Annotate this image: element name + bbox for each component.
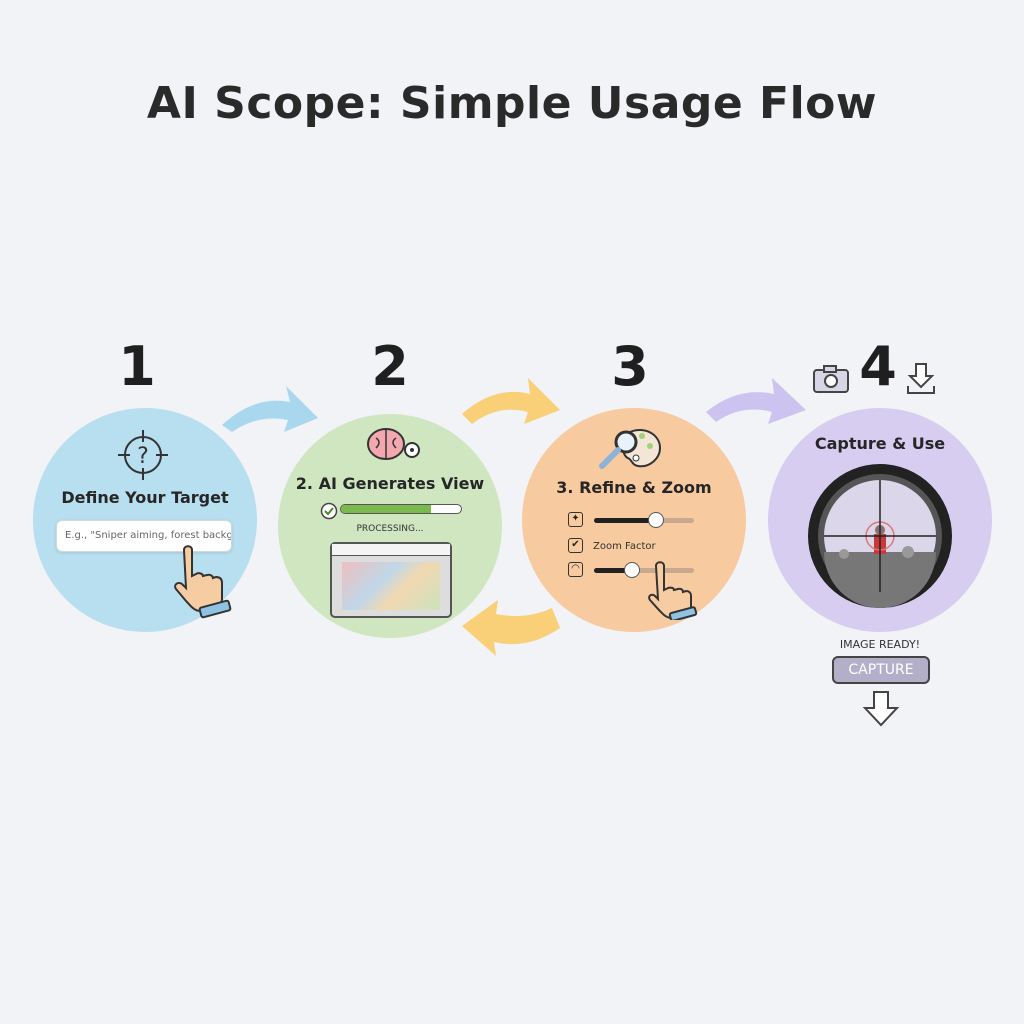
target-question-icon: ?	[118, 430, 168, 480]
step-1-title: Define Your Target	[61, 488, 229, 507]
zoom-factor-label: Zoom Factor	[593, 541, 656, 552]
step-2-title: 2. AI Generates View	[295, 474, 485, 493]
window-titlebar	[332, 544, 450, 556]
svg-text:?: ?	[137, 444, 149, 469]
step-number-1: 1	[118, 335, 156, 398]
scope-view-icon	[808, 464, 952, 608]
pointer-hand-icon	[648, 561, 698, 620]
step-number-4: 4	[859, 335, 897, 398]
target-prompt-input[interactable]: E.g., "Sniper aiming, forest backgound	[56, 520, 232, 552]
processing-status: PROCESSING...	[356, 524, 424, 534]
slider-fill	[594, 518, 656, 523]
arrow-2-to-3	[462, 378, 560, 424]
brain-gear-icon	[367, 428, 420, 460]
page-title: AI Scope: Simple Usage Flow	[146, 78, 878, 129]
magnifier-palette-icon	[599, 429, 662, 469]
arrow-3-to-4	[706, 378, 806, 424]
check-circle-icon	[320, 502, 338, 520]
person-setting-icon: ◠	[568, 562, 583, 577]
image-ready-status: IMAGE READY!	[839, 638, 921, 651]
step-3-title: 3. Refine & Zoom	[556, 478, 712, 497]
zoom-slider[interactable]	[594, 562, 694, 578]
generated-image-preview	[342, 562, 440, 610]
down-arrow-icon	[862, 691, 900, 727]
preview-window	[330, 542, 452, 618]
step-4-title: Capture & Use	[814, 434, 946, 453]
download-icon	[907, 363, 935, 394]
step-number-2: 2	[371, 335, 409, 398]
capture-button[interactable]: CAPTURE	[832, 656, 930, 684]
brush-setting-icon: ✦	[568, 512, 583, 527]
camera-icon	[813, 365, 849, 393]
progress-fill	[341, 505, 431, 513]
arrow-3-to-2	[462, 600, 560, 656]
slider-fill	[594, 568, 632, 573]
slider-knob[interactable]	[624, 562, 640, 578]
step-number-3: 3	[611, 335, 649, 398]
pointer-hand-icon	[174, 545, 232, 619]
arrow-1-to-2	[222, 386, 318, 432]
processing-progress-bar	[340, 504, 462, 514]
zoom-factor-checkbox[interactable]: ✔	[568, 538, 583, 553]
slider-knob[interactable]	[648, 512, 664, 528]
refine-slider-1[interactable]	[594, 512, 694, 528]
